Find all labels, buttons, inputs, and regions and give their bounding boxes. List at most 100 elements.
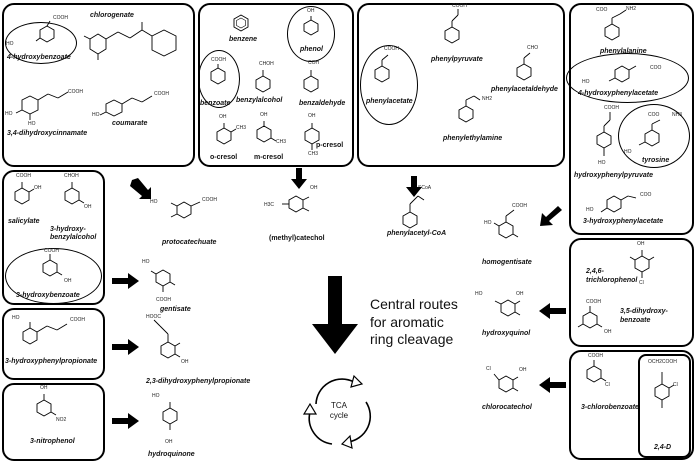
tyrosine-label: tyrosine — [642, 157, 670, 164]
hydroquinone-structure — [162, 402, 178, 430]
phenylacetyl-coa-group: SCoA — [418, 185, 432, 191]
coumarate-sub: HO — [92, 112, 100, 118]
4-hydroxyphenylacetate-label: 4-hydroxyphenylacetate — [578, 90, 659, 97]
hydroquinone-group: OH — [165, 439, 173, 445]
3,5-dihydroxybenzoate-structure — [577, 306, 603, 329]
3-hydroxyphenylacetate-sub: HO — [586, 207, 594, 213]
2,4-D-group: OCH2COOH — [648, 359, 677, 365]
tyrosine-structure — [638, 119, 661, 147]
phenylalanine-label: phenylalanine — [600, 48, 647, 55]
3-hydroxyphenylacetate-structure — [600, 195, 637, 213]
3,4-dihydroxycinnamate-label: 3,4-dihydroxycinnamate — [7, 130, 88, 137]
phenylacetyl-coa-label: phenylacetyl-CoA — [387, 230, 447, 237]
benzylalcohol-group: CHOH — [259, 61, 274, 67]
hydroxyquinol-sub: HO — [475, 291, 483, 297]
4-hydroxyphenylacetate-group: COO — [650, 65, 662, 71]
p-cresol-sub: CH3 — [308, 151, 319, 157]
3-hydroxybenzoate-group: COOH — [44, 248, 59, 254]
highlight-ring-tyrosine — [618, 104, 690, 168]
2,4,6-trichlorophenol-structure — [629, 250, 655, 278]
chlorocatechol-label: chlorocatechol — [482, 404, 532, 411]
hydroxyphenylpyruvate-label: hydroxyphenylpyruvate — [574, 172, 653, 179]
arrow-3-hydroxybenzoate-to-gentisate — [112, 273, 139, 289]
arrow-3-hydroxyphenylpropionate-to-dhpp — [112, 339, 139, 355]
hydroxyquinol-group: OH — [516, 291, 524, 297]
3-hydroxybenzylalcohol-group: CHOH — [64, 173, 79, 179]
highlight-ring-3-hydroxybenzoate — [5, 248, 102, 304]
3-chlorobenzoate-group: COOH — [588, 353, 603, 359]
phenol-group: OH — [307, 8, 315, 14]
coumarate-group: COOH — [154, 91, 169, 97]
methylcatechol-sub: H3C — [264, 202, 275, 208]
benzoate-group: COOH — [211, 57, 226, 63]
chlorogenate-label: chlorogenate — [90, 12, 134, 19]
benzoate-structure — [210, 64, 226, 85]
box-nitrophenol — [2, 383, 105, 461]
highlight-ring-phenylacetate — [360, 45, 418, 125]
protocatechuate-structure — [170, 201, 201, 219]
arrow-3-nitrophenol-to-hydroquinone — [112, 413, 139, 429]
m-cresol-group: OH — [260, 112, 268, 118]
phenylacetate-structure — [374, 54, 390, 83]
2,3-dihydroxyphenylpropionate-group: HOOC — [146, 314, 161, 320]
tca-line2: cycle — [329, 411, 349, 421]
tyrosine-group1: NH3 — [672, 112, 683, 118]
3-hydroxybenzylalcohol-structure — [64, 182, 85, 205]
arrow-box8-to-hydroxyquinol — [539, 303, 566, 319]
p-cresol-label: p-cresol — [316, 142, 344, 149]
protocatechuate-label: protocatechuate — [162, 239, 217, 246]
phenylacetaldehyde-structure — [516, 52, 532, 81]
3-hydroxyphenylpropionate-group: COOH — [70, 317, 85, 323]
protocatechuate-sub: HO — [150, 199, 158, 205]
homogentisate-sub: HO — [484, 220, 492, 226]
3,4-dihydroxycinnamate-sub2: HO — [28, 121, 36, 127]
phenylethylamine-structure — [458, 95, 481, 123]
protocatechuate-group: COOH — [202, 197, 217, 203]
3-hydroxybenzoate-sub: OH — [64, 278, 72, 284]
3-hydroxybenzylalcohol-label-text: 3-hydroxy-benzylalcohol — [50, 226, 97, 242]
benzylalcohol-structure — [255, 70, 271, 93]
3-hydroxyphenylpropionate-sub: HO — [12, 315, 20, 321]
3,5-dihydroxybenzoate-label: 3,5-dihydroxy-benzoate — [620, 308, 672, 326]
box-hydroxyphenylpropionate — [2, 308, 105, 380]
2,4-D-sub: Cl — [673, 382, 678, 388]
coumarate-structure — [99, 95, 153, 117]
3,5-dihydroxybenzoate-label-text: 3,5-dihydroxy-benzoate — [620, 308, 668, 324]
3-hydroxybenzylalcohol-sub: OH — [84, 204, 92, 210]
phenylacetate-group: COOH — [384, 46, 399, 52]
methylcatechol-structure — [282, 195, 310, 213]
3-hydroxyphenylpropionate-label: 3-hydroxyphenylpropionate — [5, 358, 98, 365]
hydroxyquinol-structure — [494, 299, 521, 317]
benzoate-label: benzoate — [200, 100, 231, 107]
arrow-box9-to-chlorocatechol — [539, 377, 566, 393]
3-hydroxybenzoate-label: 3-hydroxybenzoate — [16, 292, 80, 299]
arrow-box2-to-catechol — [291, 168, 307, 189]
3-nitrophenol-group: OH — [40, 385, 48, 391]
homogentisate-group: COOH — [512, 203, 527, 209]
central-arrow-down — [312, 276, 358, 354]
2,3-dihydroxyphenylpropionate-label: 2,3-dihydroxyphenylpropionate — [146, 378, 251, 385]
hydroxyphenylpyruvate-sub: HO — [598, 160, 606, 166]
3-nitrophenol-label: 3-nitrophenol — [30, 438, 75, 445]
phenylpyruvate-structure — [444, 9, 460, 44]
m-cresol-structure — [256, 121, 277, 143]
highlight-ring-phenol — [287, 6, 335, 62]
p-cresol-structure — [304, 123, 320, 150]
phenylacetyl-coa-structure — [402, 195, 425, 229]
phenylacetaldehyde-label: phenylacetaldehyde — [491, 86, 558, 93]
highlight-ring-4-hydroxyphenylacetate — [566, 53, 689, 103]
o-cresol-label: o-cresol — [210, 154, 238, 161]
hydroxyphenylpyruvate-group: COOH — [604, 105, 619, 111]
central-routes-line2: for aromatic — [370, 313, 444, 330]
central-routes-line3: ring cleavage — [370, 331, 454, 347]
4-hydroxyphenylacetate-sub: HO — [582, 79, 590, 85]
2,4-D-structure — [654, 372, 675, 408]
methylcatechol-group: OH — [310, 185, 318, 191]
gentisate-structure — [150, 269, 176, 292]
2,4,6-trichlorophenol-group: OH — [637, 241, 645, 247]
3-hydroxyphenylpropionate-structure — [22, 322, 68, 345]
3,5-dihydroxybenzoate-sub: OH — [604, 329, 612, 335]
tca-line1: TCA — [331, 401, 347, 410]
salicylate-structure — [14, 182, 35, 205]
chlorogenate-structure — [83, 22, 177, 60]
